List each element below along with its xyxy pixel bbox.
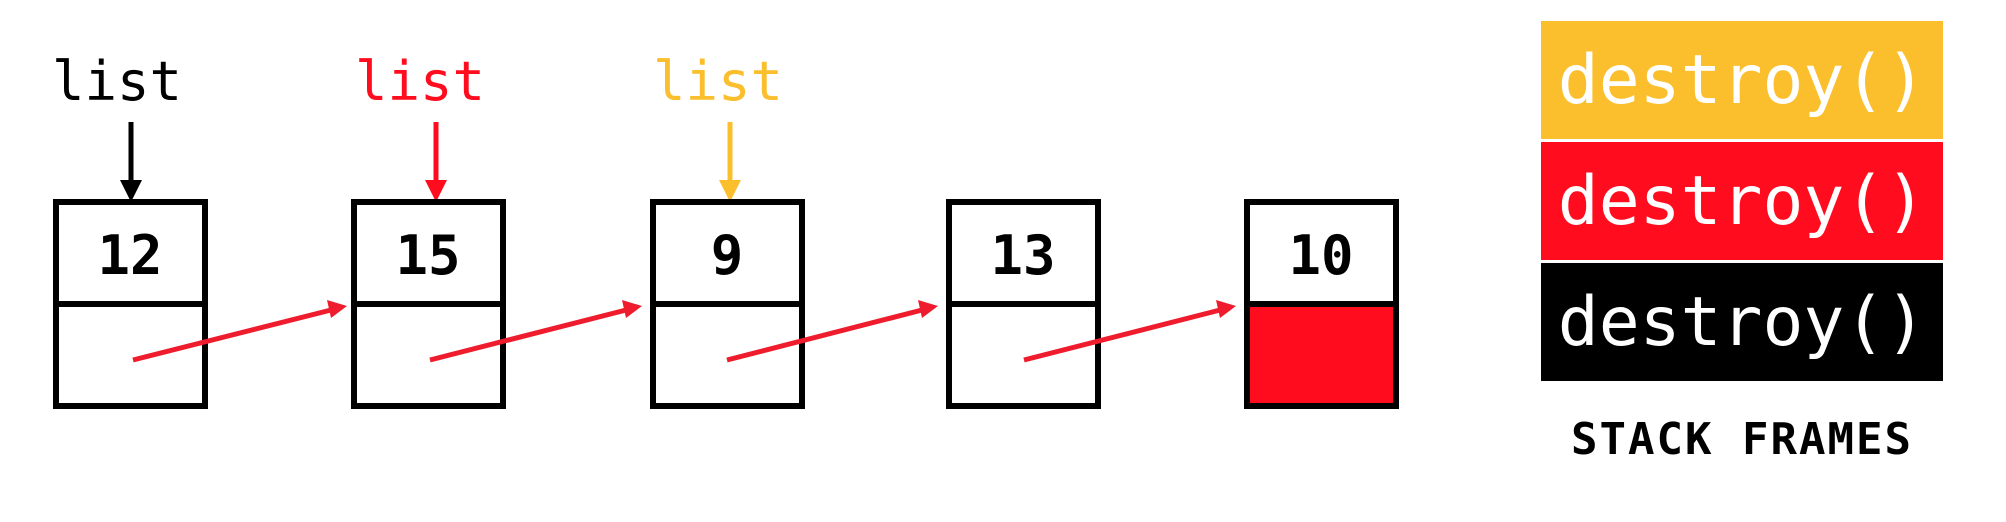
pointer-arrow-yellow — [719, 122, 741, 202]
node-value: 13 — [990, 224, 1055, 287]
node-10: 10 — [1244, 199, 1399, 409]
stack-frames: destroy() destroy() destroy() — [1541, 21, 1943, 384]
stack-frame-bottom: destroy() — [1541, 263, 1943, 381]
pointer-label-list-yellow: list — [653, 50, 784, 113]
node-value: 10 — [1288, 224, 1353, 287]
linked-list-svg: 12 15 9 13 10 — [53, 122, 1399, 409]
pointer-label-list-black: list — [52, 50, 183, 113]
node-15: 15 — [351, 199, 506, 409]
node-13: 13 — [946, 199, 1101, 409]
node-value: 9 — [711, 224, 744, 287]
next-arrow-1 — [429, 300, 642, 363]
next-arrow-3 — [1023, 300, 1236, 363]
stack-frame-top: destroy() — [1541, 21, 1943, 139]
next-arrow-0 — [132, 300, 347, 363]
node-9: 9 — [650, 199, 805, 409]
stack-frame-middle: destroy() — [1541, 142, 1943, 260]
node-value: 12 — [97, 224, 162, 287]
pointer-arrow-red — [425, 122, 447, 202]
pointer-arrow-black — [120, 122, 142, 202]
null-next-cell — [1250, 304, 1393, 403]
node-value: 15 — [395, 224, 460, 287]
stack-caption: STACK FRAMES — [1571, 414, 1913, 465]
node-12: 12 — [53, 199, 208, 409]
next-arrow-2 — [726, 300, 938, 363]
pointer-label-list-red: list — [355, 50, 486, 113]
